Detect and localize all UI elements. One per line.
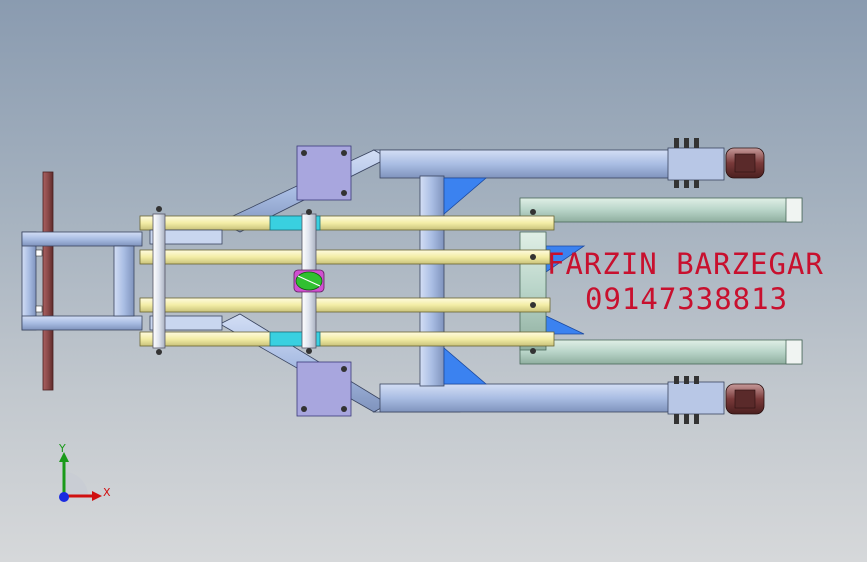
hitch-frame[interactable] (21, 231, 143, 331)
lower-gusset[interactable] (443, 347, 488, 385)
upper-wheel[interactable] (725, 147, 765, 179)
watermark-phone: 09147338813 (585, 282, 789, 316)
handle-bar[interactable] (42, 171, 54, 391)
x-axis-label: X (103, 486, 111, 499)
lower-right-gusset[interactable] (545, 315, 585, 335)
center-pivot-joint[interactable] (293, 269, 325, 293)
xyz-axis-triad-icon (59, 452, 102, 502)
vertical-cross-member[interactable] (419, 175, 445, 387)
yellow-rails[interactable] (139, 215, 555, 347)
y-axis-label: Y (59, 442, 66, 455)
lower-mount-plate[interactable] (296, 361, 352, 417)
upper-tine[interactable] (519, 197, 803, 223)
rail-bolts (156, 206, 536, 355)
lower-main-beam[interactable] (379, 381, 725, 415)
watermark-name: FARZIN BARZEGAR (547, 247, 824, 281)
lower-tine[interactable] (519, 339, 803, 365)
lower-wheel[interactable] (725, 383, 765, 415)
upper-mount-plate[interactable] (296, 145, 352, 201)
front-pin-left[interactable] (152, 213, 166, 349)
upper-main-beam[interactable] (379, 147, 725, 181)
upper-gusset[interactable] (443, 177, 488, 215)
wheel-bracket-bolts (674, 138, 699, 424)
